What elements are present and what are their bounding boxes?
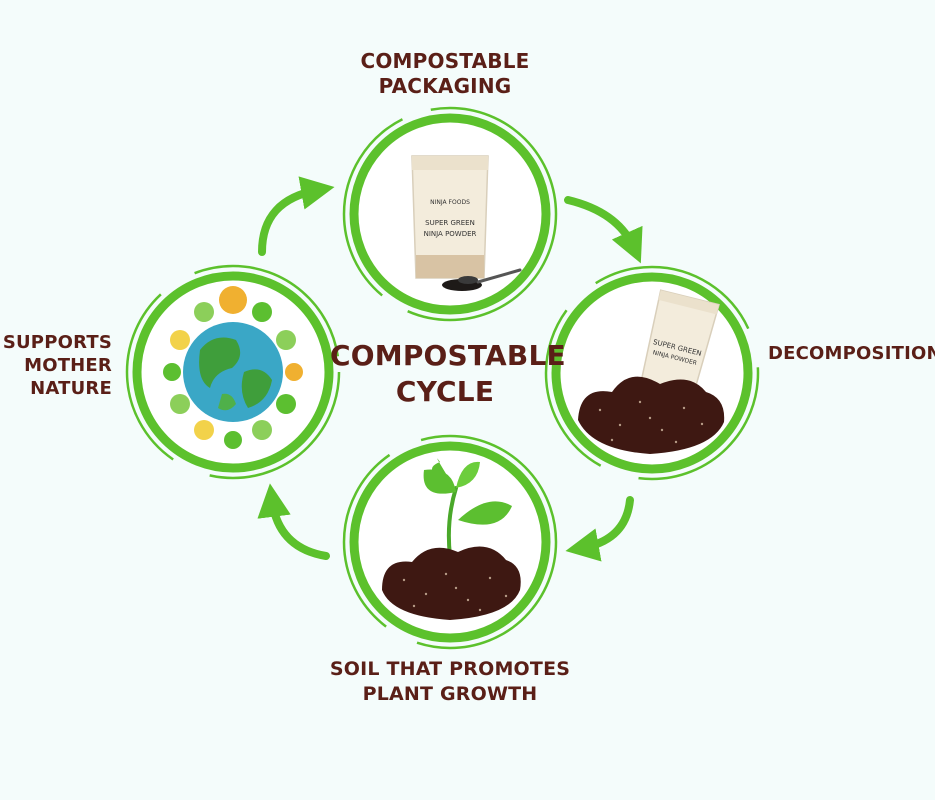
label-supports-mother-nature: SUPPORTS MOTHER NATURE [0,331,112,400]
label-soil-plant-growth: SOIL THAT PROMOTES PLANT GROWTH [300,657,600,707]
center-title-line: CYCLE [395,375,495,408]
arrow-nature-to-packaging [258,176,335,256]
label-line: DECOMPOSITION [768,343,935,364]
label-compostable-packaging: COMPOSTABLE PACKAGING [330,49,560,99]
arrow-decomposition-to-soil [565,496,634,562]
sprout-illustration [382,458,521,620]
soil-mound [578,376,725,454]
center-title-line: COMPOSTABLE [330,339,566,372]
label-line: SUPPORTS [2,332,112,353]
label-line: PACKAGING [378,74,512,98]
label-decomposition: DECOMPOSITION [768,343,935,365]
arrow-packaging-to-decomposition [564,196,643,264]
label-line: PLANT GROWTH [362,683,538,705]
scoop-icon [442,268,522,291]
label-line: MOTHER [24,355,112,376]
decomposing-pouch-illustration: SUPER GREEN NINJA POWDER [578,289,725,454]
arrow-soil-to-nature [257,483,330,560]
pouch-illustration: NINJA FOODS SUPER GREEN NINJA POWDER [411,155,522,291]
soil-mound [382,546,521,620]
center-title: COMPOSTABLE CYCLE [330,338,566,410]
label-line: COMPOSTABLE [360,49,530,73]
label-line: SOIL THAT PROMOTES [329,658,571,680]
label-line: NATURE [30,378,112,399]
pouch-brand: NINJA FOODS [430,199,470,206]
globe-icon [163,286,303,449]
pouch-product-line-1: SUPER GREEN [425,219,475,227]
pouch-product-line-2: NINJA POWDER [424,230,477,238]
tree-icon [163,286,303,449]
